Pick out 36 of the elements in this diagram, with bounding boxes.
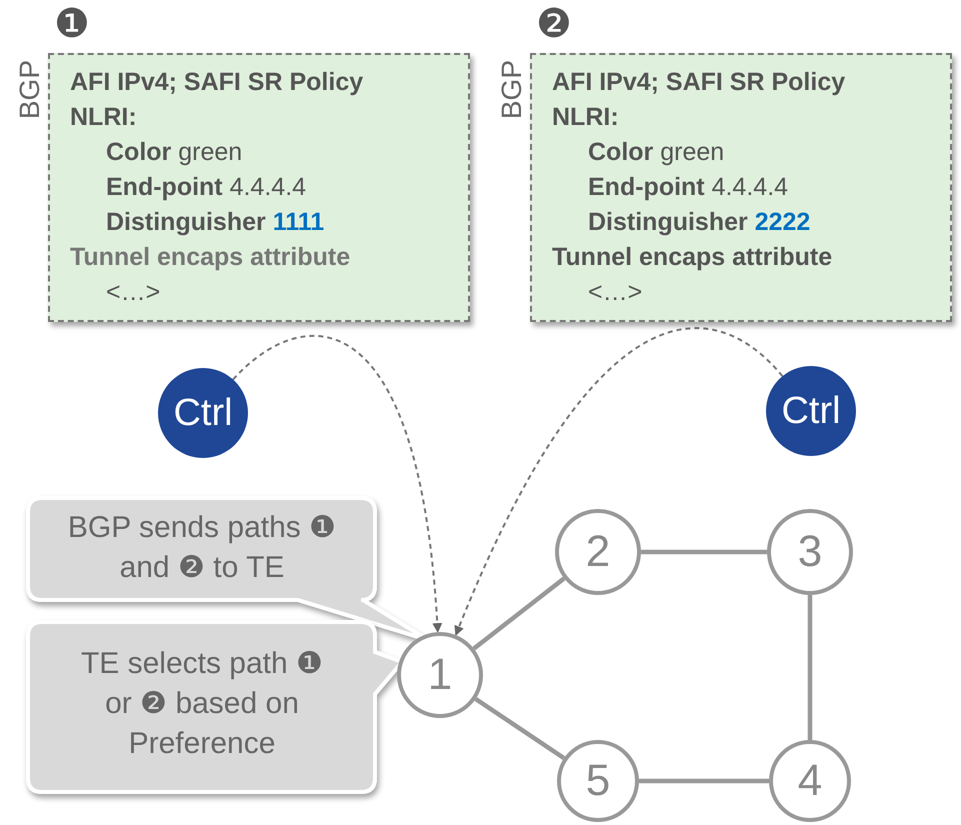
attribute-text: Tunnel encaps attribute [70, 242, 350, 273]
router-node: 5 [557, 740, 639, 822]
attribute-text: Tunnel encaps attribute [552, 242, 832, 273]
step-number: ❶ [54, 0, 90, 48]
attribute-text: <…> [588, 277, 642, 308]
router-node: 4 [769, 740, 851, 822]
callout-text: TE selects path ❶ or ❷ based on Preference [80, 646, 324, 762]
callout-text: BGP sends paths ❶ and ❷ to TE [66, 510, 338, 586]
router-node: 2 [555, 509, 641, 595]
controller-circle: Ctrl [158, 368, 248, 458]
vertical-label: BGP [16, 60, 44, 120]
vertical-label: BGP [498, 60, 526, 120]
attribute-text: Distinguisher 2222 [588, 207, 810, 238]
attribute-text: End-point 4.4.4.4 [106, 172, 306, 203]
link-line [474, 697, 566, 760]
link-line [641, 550, 767, 554]
attribute-text: <…> [106, 277, 160, 308]
attribute-text: Color green [106, 137, 242, 168]
router-node: 1 [397, 632, 483, 718]
message-box [48, 53, 470, 322]
message-box [530, 53, 952, 322]
attribute-text: Color green [588, 137, 724, 168]
attribute-text: NLRI: [552, 102, 619, 133]
dashed-arrow [232, 334, 442, 634]
attribute-text: End-point 4.4.4.4 [588, 172, 788, 203]
step-number: ❷ [536, 0, 572, 48]
link-line [472, 576, 566, 650]
attribute-text: AFI IPv4; SAFI SR Policy [70, 67, 364, 98]
dashed-arrow [454, 327, 784, 636]
attribute-text: Distinguisher 1111 [106, 207, 324, 238]
router-node: 3 [767, 509, 853, 595]
link-line [639, 778, 769, 784]
controller-circle: Ctrl [766, 366, 856, 456]
attribute-text: NLRI: [70, 102, 137, 133]
attribute-text: AFI IPv4; SAFI SR Policy [552, 67, 846, 98]
link-line [808, 595, 812, 740]
